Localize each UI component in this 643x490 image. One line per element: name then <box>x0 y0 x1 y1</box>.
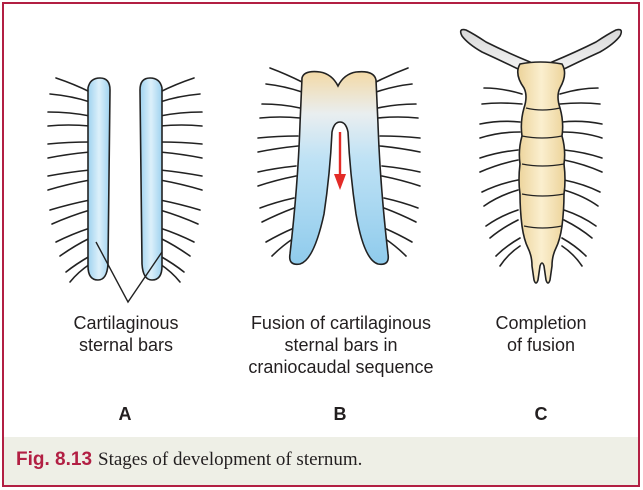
caption-bar: Fig. 8.13 Stages of development of sternu… <box>4 437 638 485</box>
craniocaudal-arrow <box>334 132 346 190</box>
panel-a-sternal-bars <box>88 78 162 280</box>
left-sternal-bar <box>88 78 110 280</box>
panel-c-fused-sternum <box>518 62 565 283</box>
panel-c-letter: C <box>521 404 561 425</box>
panel-b-label: Fusion of cartilaginous sternal bars in … <box>226 312 456 378</box>
figure-caption: Fig. 8.13 Stages of development of sternu… <box>16 449 362 471</box>
caption-text: Stages of development of sternum. <box>98 449 362 470</box>
figure-number: Fig. 8.13 <box>16 449 92 470</box>
panel-b-letter: B <box>320 404 360 425</box>
panel-a-ribs <box>48 78 202 282</box>
panel-c-label: Completion of fusion <box>476 312 606 356</box>
panel-a-letter: A <box>105 404 145 425</box>
panel-a-label: Cartilaginous sternal bars <box>36 312 216 356</box>
right-sternal-bar <box>140 78 162 280</box>
